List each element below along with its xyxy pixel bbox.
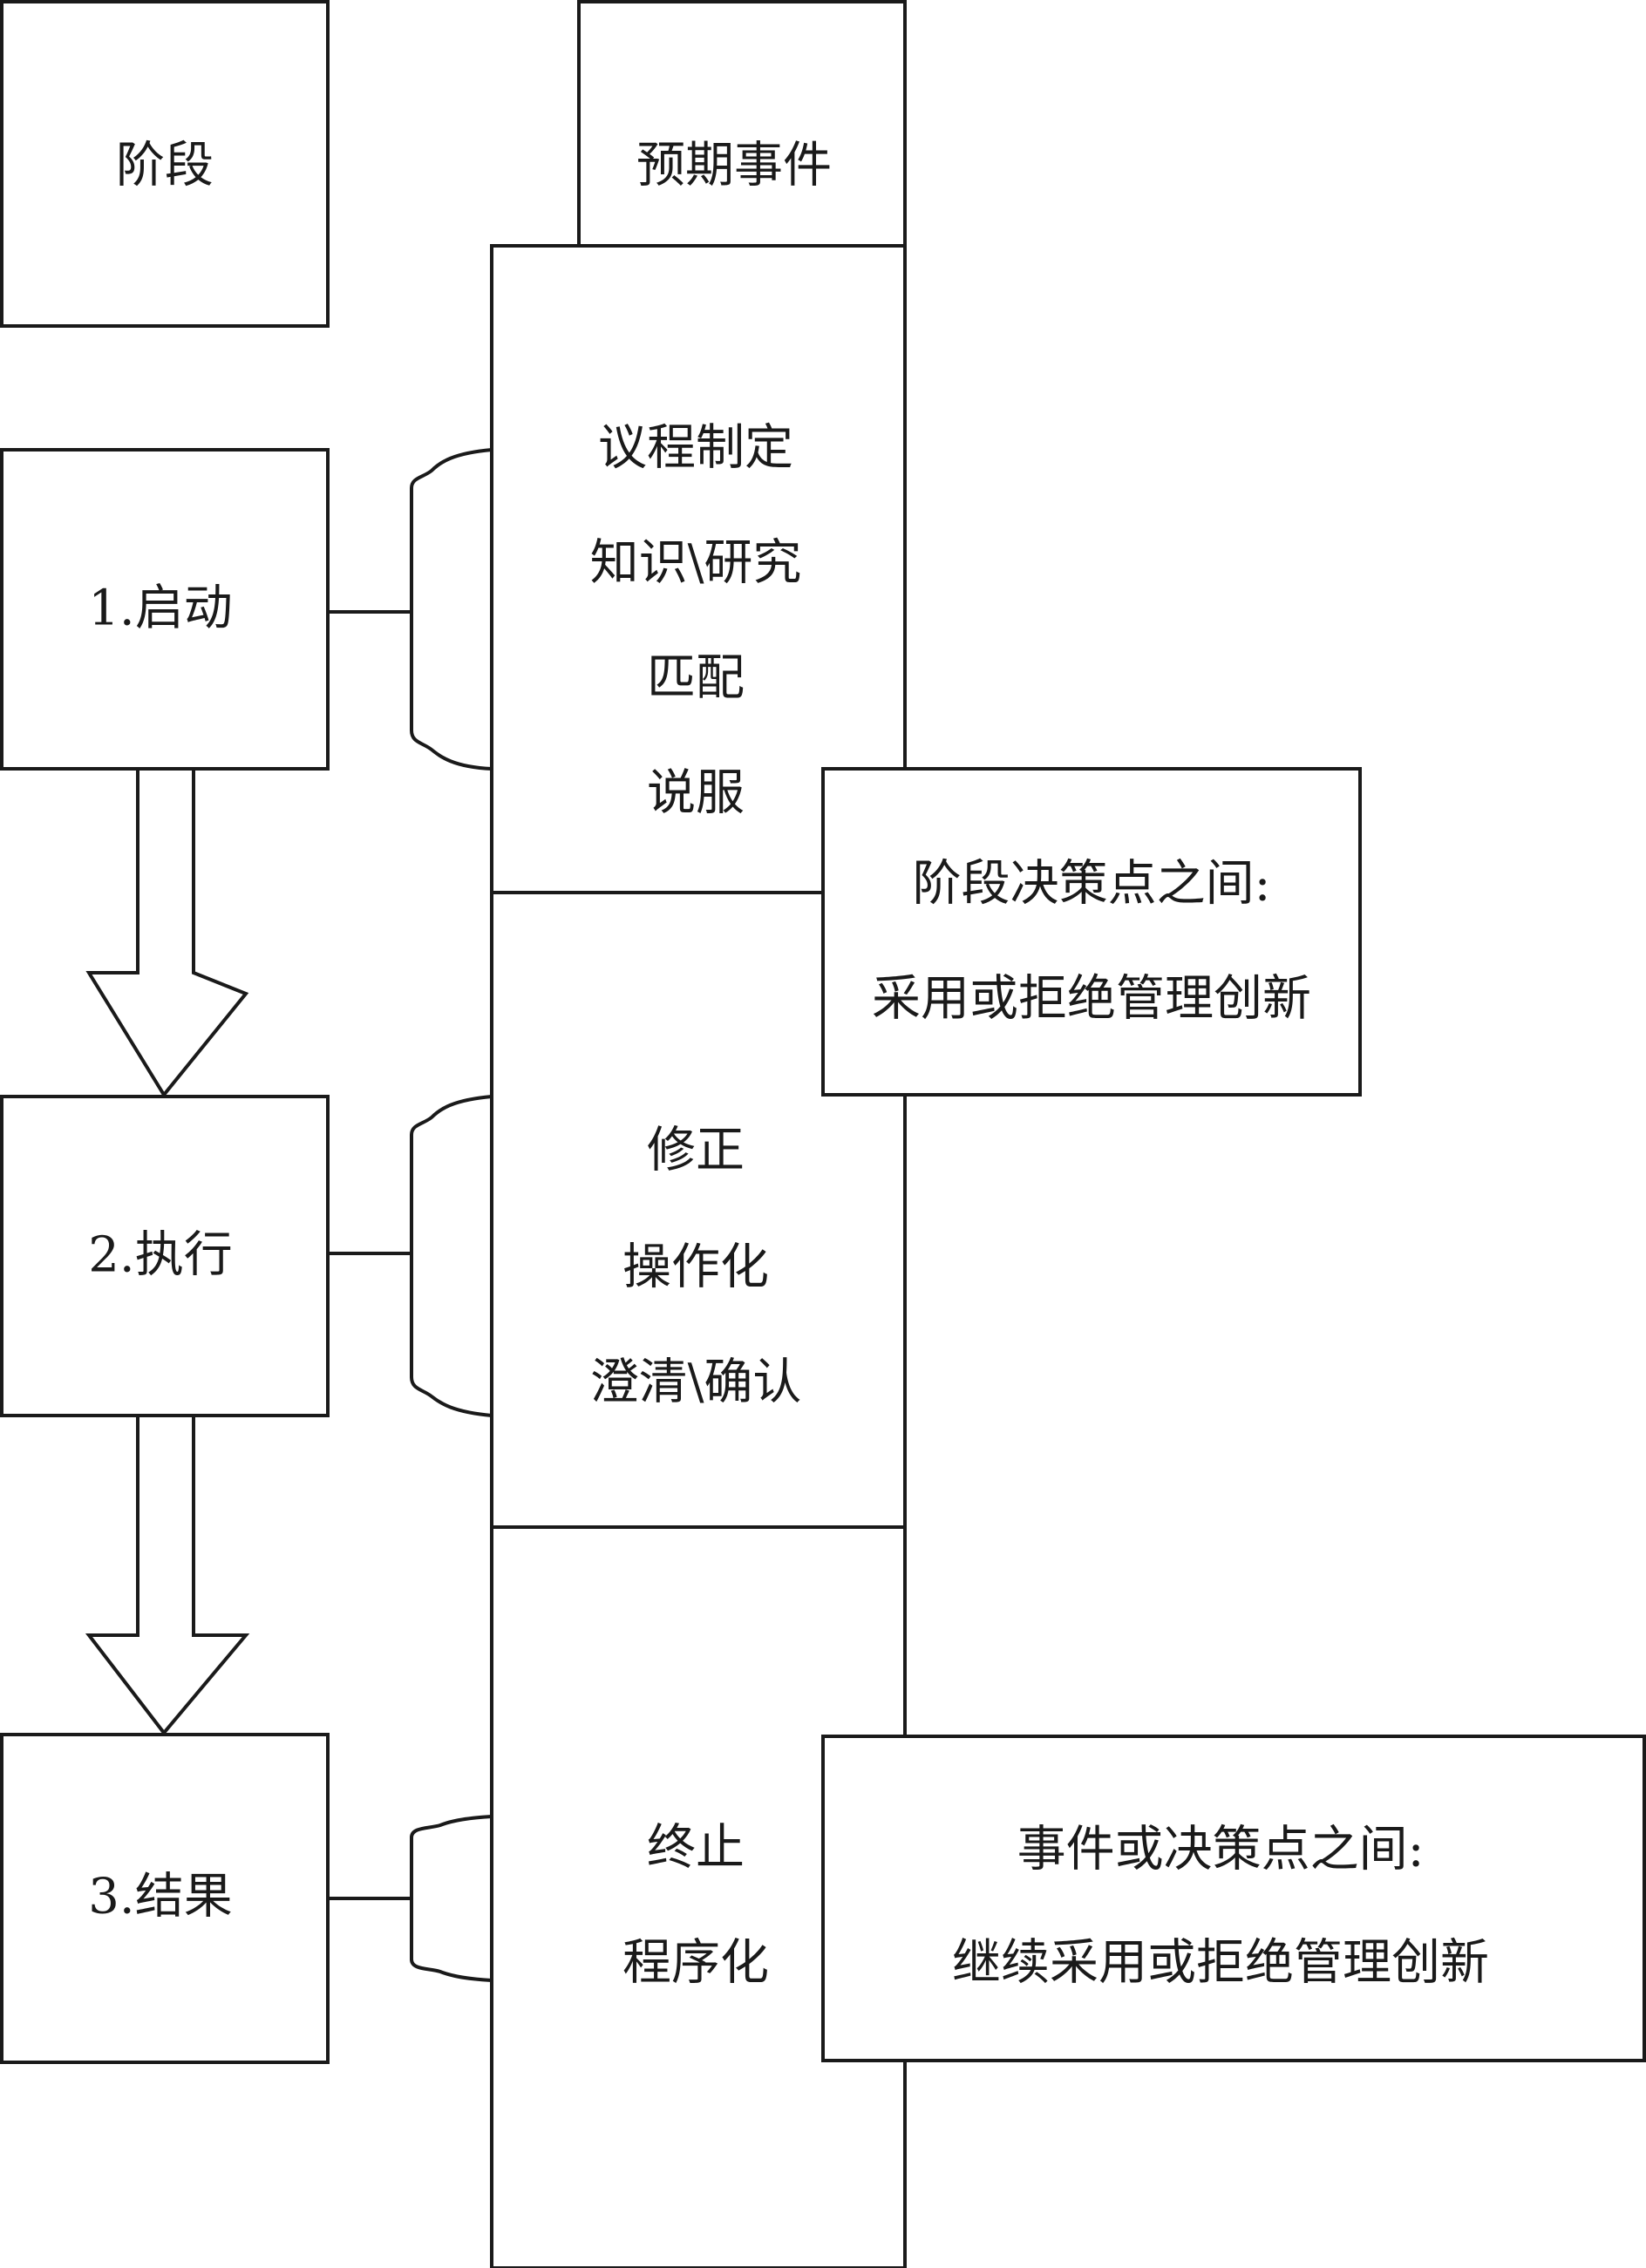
- brace-2: [410, 1095, 493, 1417]
- event-item: 澄清\确认: [590, 1355, 802, 1411]
- event-group-3: 终止 程序化: [622, 1820, 769, 1992]
- stage-box-1: 1.启动: [0, 448, 330, 771]
- down-arrow-2: [85, 1414, 250, 1736]
- event-item: 议程制定: [598, 420, 793, 477]
- event-item: 修正: [647, 1123, 745, 1179]
- stage-label: 2.执行: [88, 1227, 232, 1284]
- decision-line: 继续采用或拒绝管理创新: [952, 1935, 1489, 1992]
- stage-box-2: 2.执行: [0, 1095, 330, 1417]
- brace-3: [410, 1815, 493, 1982]
- decision-box-2: 事件或决策点之间: 继续采用或拒绝管理创新: [821, 1735, 1646, 2062]
- stage-label: 3.结果: [88, 1869, 232, 1925]
- events-header-label: 预期事件: [636, 138, 832, 194]
- decision-line: 事件或决策点之间:: [1017, 1822, 1425, 1878]
- event-item: 知识\研究: [590, 535, 802, 592]
- decision-line: 阶段决策点之间:: [913, 856, 1271, 913]
- stage-header: 阶段: [0, 0, 330, 328]
- down-arrow-1: [85, 767, 249, 1098]
- decision-box-1: 阶段决策点之间: 采用或拒绝管理创新: [821, 767, 1362, 1097]
- connector-1: [328, 448, 493, 771]
- connector-3: [328, 1815, 493, 1982]
- stage-label: 1.启动: [88, 581, 232, 637]
- event-item: 终止: [647, 1820, 745, 1877]
- event-group-1: 议程制定 知识\研究 匹配 说服: [590, 420, 802, 822]
- events-header: 预期事件: [577, 0, 907, 256]
- decision-line: 采用或拒绝管理创新: [872, 971, 1311, 1028]
- event-item: 程序化: [622, 1935, 769, 1992]
- stage-header-label: 阶段: [116, 138, 214, 194]
- connector-2: [328, 1095, 493, 1417]
- event-item: 匹配: [647, 650, 745, 707]
- event-item: 操作化: [622, 1239, 769, 1296]
- stage-box-3: 3.结果: [0, 1733, 330, 2064]
- event-group-2: 修正 操作化 澄清\确认: [590, 1123, 802, 1411]
- brace-1: [410, 448, 493, 771]
- event-item: 说服: [647, 765, 745, 822]
